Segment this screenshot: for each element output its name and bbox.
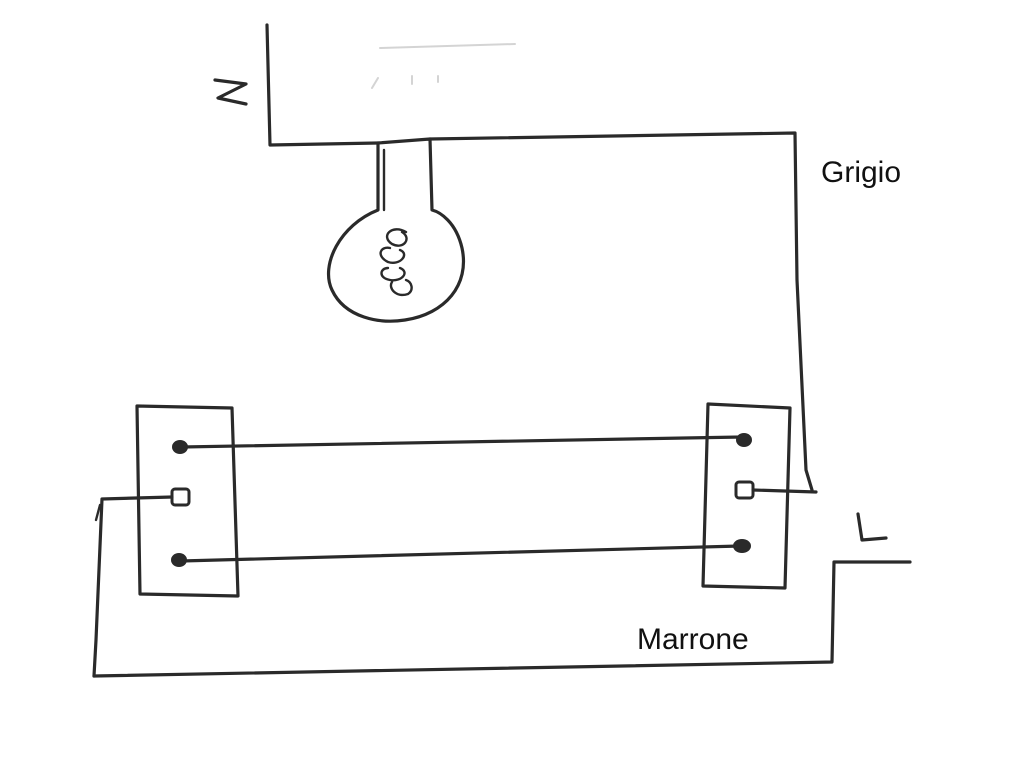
grey-wire-label: Grigio <box>821 156 902 189</box>
live-label-text: L <box>870 529 871 531</box>
traveller-wire-top <box>180 435 744 449</box>
light-bulb-icon <box>326 137 465 323</box>
neutral-label-handwritten <box>213 78 248 106</box>
terminal-left-top <box>172 440 188 454</box>
grey-wire-switch-link <box>751 488 818 494</box>
paper-smudge <box>371 43 516 89</box>
brown-wire <box>92 560 912 678</box>
terminal-right-top <box>736 433 752 447</box>
terminal-right-common <box>734 480 755 500</box>
terminal-left-bottom <box>171 553 187 567</box>
switch-left <box>135 404 240 598</box>
grey-wire-top <box>428 131 814 492</box>
brown-wire-left-link <box>92 495 174 678</box>
live-label-handwritten <box>856 512 888 542</box>
neutral-wire <box>265 23 380 147</box>
brown-wire-label: Marrone <box>637 623 749 656</box>
terminal-right-bottom <box>733 539 751 553</box>
terminal-left-common <box>170 487 191 507</box>
traveller-wire-bottom <box>179 544 742 563</box>
switch-right <box>701 402 792 590</box>
